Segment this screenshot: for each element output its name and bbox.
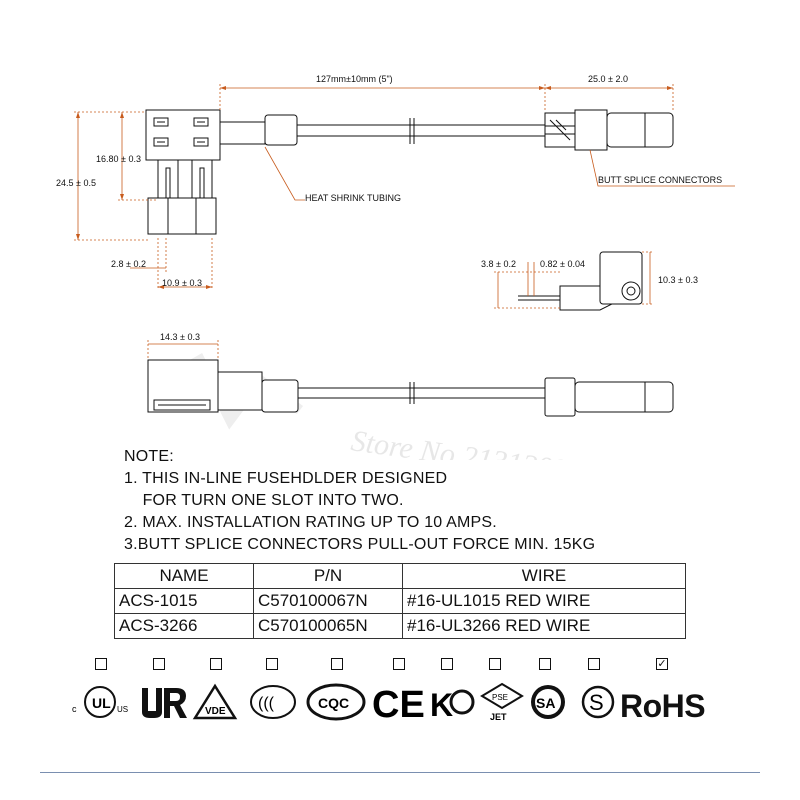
note-line-1b: FOR TURN ONE SLOT INTO TWO. <box>124 492 404 509</box>
arrowheads <box>76 86 673 289</box>
col-name: NAME <box>114 563 254 589</box>
slot-1 <box>153 117 169 127</box>
blade-right <box>191 159 213 201</box>
s-mark-logo: S <box>581 685 615 719</box>
table-cell: ACS-3266 <box>114 613 254 639</box>
notes-block: NOTE: 1. THIS IN-LINE FUSEHDLDER DESIGNE… <box>124 446 595 556</box>
butt-splice-sleeve <box>606 112 674 148</box>
note-line-1: 1. THIS IN-LINE FUSEHDLDER DESIGNED <box>124 470 448 487</box>
terminal-dimensions <box>494 251 654 309</box>
note-line-3: 3.BUTT SPLICE CONNECTORS PULL-OUT FORCE … <box>124 536 596 553</box>
svg-text:CQC: CQC <box>318 695 349 711</box>
note-line-2: 2. MAX. INSTALLATION RATING UP TO 10 AMP… <box>124 514 497 531</box>
svg-text:SA: SA <box>536 695 555 711</box>
table-cell: ACS-1015 <box>114 588 254 614</box>
svg-text:VDE: VDE <box>205 706 226 717</box>
table-row: ACS-3266 C570100065N #16-UL3266 RED WIRE <box>114 613 686 639</box>
checkbox-s[interactable] <box>588 658 600 670</box>
dim-terminal-c: 10.3 ± 0.3 <box>658 275 698 285</box>
table-cell: C570100067N <box>253 588 403 614</box>
slot-2 <box>153 137 169 147</box>
checkbox-csa[interactable] <box>539 658 551 670</box>
table-row: ACS-1015 C570100067N #16-UL1015 RED WIRE <box>114 588 686 614</box>
notes-heading: NOTE: <box>124 448 174 465</box>
csa-logo: SA <box>531 685 565 719</box>
vde-logo: VDE <box>192 683 238 720</box>
svg-text:CE: CE <box>372 684 425 722</box>
dim-width-blade: 10.9 ± 0.3 <box>162 278 202 288</box>
table-cell: #16-UL3266 RED WIRE <box>402 613 686 639</box>
holder-neck <box>219 121 266 145</box>
table-cell: #16-UL1015 RED WIRE <box>402 588 686 614</box>
checkbox-pse[interactable] <box>489 658 501 670</box>
checkbox-vde[interactable] <box>210 658 222 670</box>
ce-logo: CE <box>372 684 425 722</box>
cqc-logo: CQC <box>306 683 366 721</box>
side-view <box>147 359 674 417</box>
callout-butt-splice: BUTT SPLICE CONNECTORS <box>598 175 722 185</box>
checkbox-cqc[interactable] <box>331 658 343 670</box>
checkbox-kc[interactable] <box>441 658 453 670</box>
svg-text:UL: UL <box>92 695 111 711</box>
dim-terminal-a: 3.8 ± 0.2 <box>481 259 516 269</box>
dim-height-body: 16.80 ± 0.3 <box>96 154 141 164</box>
svg-text:US: US <box>117 705 128 714</box>
dim-terminal-b: 0.82 ± 0.04 <box>540 259 585 269</box>
rohs-logo: RoHS <box>620 688 706 724</box>
svg-text:K: K <box>430 687 453 722</box>
checkbox-ce[interactable] <box>393 658 405 670</box>
dim-width-top: 14.3 ± 0.3 <box>160 332 200 342</box>
table-header-row: NAME P/N WIRE <box>114 563 686 589</box>
checkbox-ul[interactable] <box>95 658 107 670</box>
dim-length-connector: 25.0 ± 2.0 <box>588 74 628 84</box>
spec-table: NAME P/N WIRE ACS-1015 C570100067N #16-U… <box>114 563 686 639</box>
checkbox-ccc[interactable] <box>266 658 278 670</box>
svg-text:JET: JET <box>490 712 507 722</box>
callout-heat-shrink: HEAT SHRINK TUBING <box>305 193 401 203</box>
table-cell: C570100065N <box>253 613 403 639</box>
dim-length-main: 127mm±10mm (5") <box>316 74 393 84</box>
slot-4 <box>193 137 209 147</box>
top-view <box>145 109 674 235</box>
heat-shrink <box>264 114 298 146</box>
pse-logo: PSE JET <box>480 682 524 722</box>
side-dimensions <box>147 340 219 360</box>
dim-height-total: 24.5 ± 0.5 <box>56 178 96 188</box>
ccc-logo: ((( <box>250 685 296 719</box>
col-wire: WIRE <box>402 563 686 589</box>
blade-left <box>157 159 179 201</box>
cert-logos: UL c US VDE ((( CQC CE K PSE JET SA <box>72 682 615 722</box>
cul-us-logo: UL c US <box>72 686 128 718</box>
svg-text:(((: ((( <box>258 695 275 712</box>
slot-3 <box>193 117 209 127</box>
terminal-detail <box>518 251 643 311</box>
technical-drawing: Store No.2131209 <box>56 74 735 460</box>
kc-logo: K <box>430 687 475 722</box>
svg-text:S: S <box>589 690 604 715</box>
bottom-divider <box>40 772 760 773</box>
top-dimensions <box>74 84 735 290</box>
ur-logo <box>142 688 187 718</box>
dim-blade-gap: 2.8 ± 0.2 <box>111 259 146 269</box>
checkbox-rohs[interactable]: ✓ <box>656 658 668 670</box>
svg-text:PSE: PSE <box>492 693 508 702</box>
checkbox-ur[interactable] <box>153 658 165 670</box>
svg-text:c: c <box>72 704 77 714</box>
col-pn: P/N <box>253 563 403 589</box>
